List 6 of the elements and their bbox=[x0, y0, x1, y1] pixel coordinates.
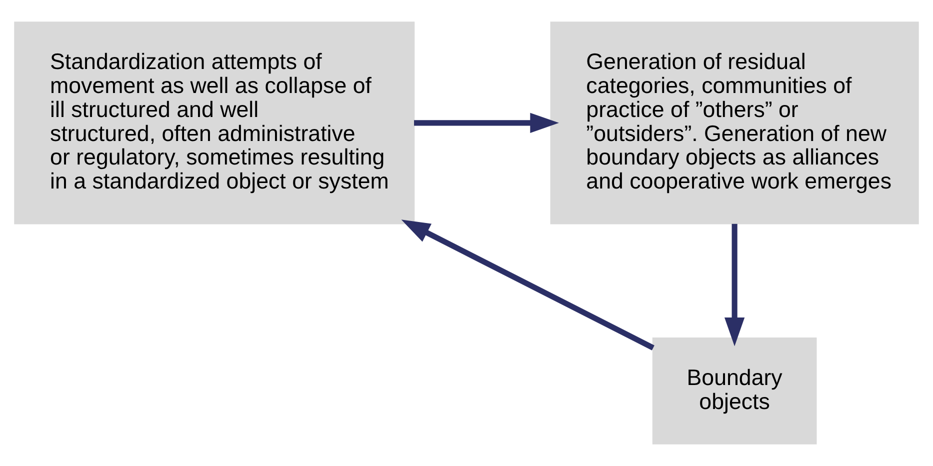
node-box: Boundary objects bbox=[652, 338, 817, 444]
arrow bbox=[724, 224, 745, 346]
arrow bbox=[401, 220, 654, 350]
arrow bbox=[414, 112, 559, 133]
node-box: Generation of residual categories, communities of practice of ”others” or ”outsiders”. Generation of new boundary objects as alliances and cooperative work emerges bbox=[550, 22, 919, 224]
node-box: Standardization attempts of movement as well as collapse of ill structured and well structured, often administrative or regulatory, sometimes resulting in a standardized object or system bbox=[14, 22, 415, 224]
